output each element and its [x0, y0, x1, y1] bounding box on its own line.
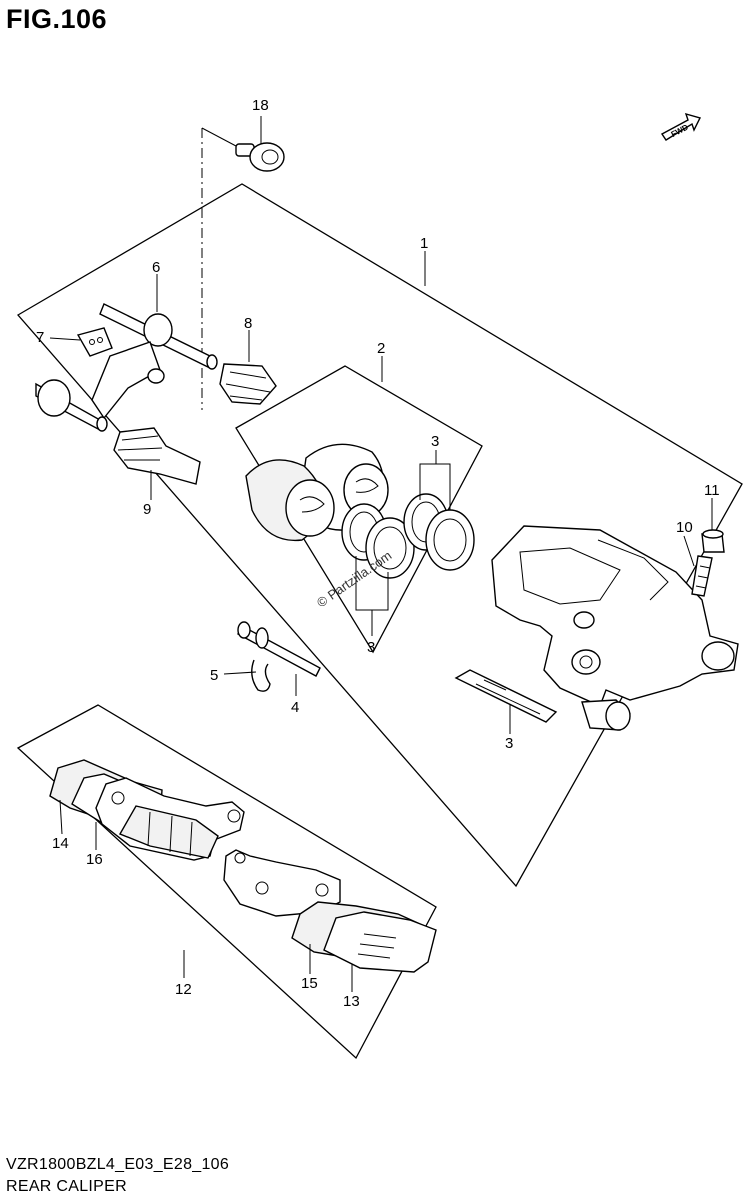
figure-title: FIG.106 — [6, 4, 108, 34]
callout-14: 13 — [343, 993, 360, 1010]
pad-pin-5[interactable] — [237, 621, 321, 677]
callout-2: 2 — [377, 340, 385, 357]
bleeder-valve-11[interactable] — [691, 555, 713, 597]
slide-pin-7[interactable] — [99, 303, 218, 370]
callout-labels: 18 1 6 7 8 2 3 9 11 10 3 5 4 3 14 16 12 … — [36, 97, 720, 1010]
section-name: REAR CALIPER — [6, 1178, 127, 1195]
brake-pad-14[interactable] — [323, 911, 437, 973]
callout-10: 9 — [143, 501, 151, 518]
bolt-18[interactable] — [235, 142, 285, 172]
callout-1: 1 — [420, 235, 428, 252]
pad-set-outline — [16, 704, 437, 1060]
bleeder-cap-12[interactable] — [701, 529, 725, 553]
callout-3-upper: 3 — [431, 433, 439, 450]
callout-17: 16 — [86, 851, 103, 868]
brake-pad-upper[interactable] — [95, 777, 245, 861]
callout-11: 10 — [676, 519, 693, 536]
callout-3-lower: 3 — [367, 639, 375, 656]
callout-15: 14 — [52, 835, 69, 852]
pin-bracket-assembly[interactable] — [35, 341, 165, 432]
dust-boot-9[interactable] — [219, 363, 277, 405]
caliper-body-1[interactable] — [491, 525, 739, 731]
callout-6: 5 — [210, 667, 218, 684]
callout-8: 7 — [36, 329, 44, 346]
retainer-clip-8[interactable] — [76, 327, 113, 357]
piston-kit-outline — [235, 365, 483, 654]
dust-boot-10[interactable] — [113, 427, 201, 485]
callout-12: 11 — [704, 482, 720, 499]
callout-16: 15 — [301, 975, 318, 992]
callout-18: 18 — [252, 97, 269, 114]
brake-pad-lower[interactable] — [223, 849, 341, 917]
forward-direction-arrow: FWD — [660, 112, 704, 153]
caliper-assembly-outline — [16, 183, 743, 888]
figure-code: VZR1800BZL4_E03_E28_106 — [6, 1156, 230, 1173]
pad-spring-4[interactable] — [454, 669, 558, 723]
leader-lines — [49, 116, 713, 992]
callout-9: 8 — [244, 315, 252, 332]
callout-7: 6 — [152, 259, 160, 276]
callout-13: 12 — [175, 981, 192, 998]
callout-5: 4 — [291, 699, 299, 716]
callout-4: 3 — [505, 735, 513, 752]
pin-clip-6[interactable] — [251, 659, 271, 692]
piston-seal-3[interactable] — [341, 493, 475, 579]
